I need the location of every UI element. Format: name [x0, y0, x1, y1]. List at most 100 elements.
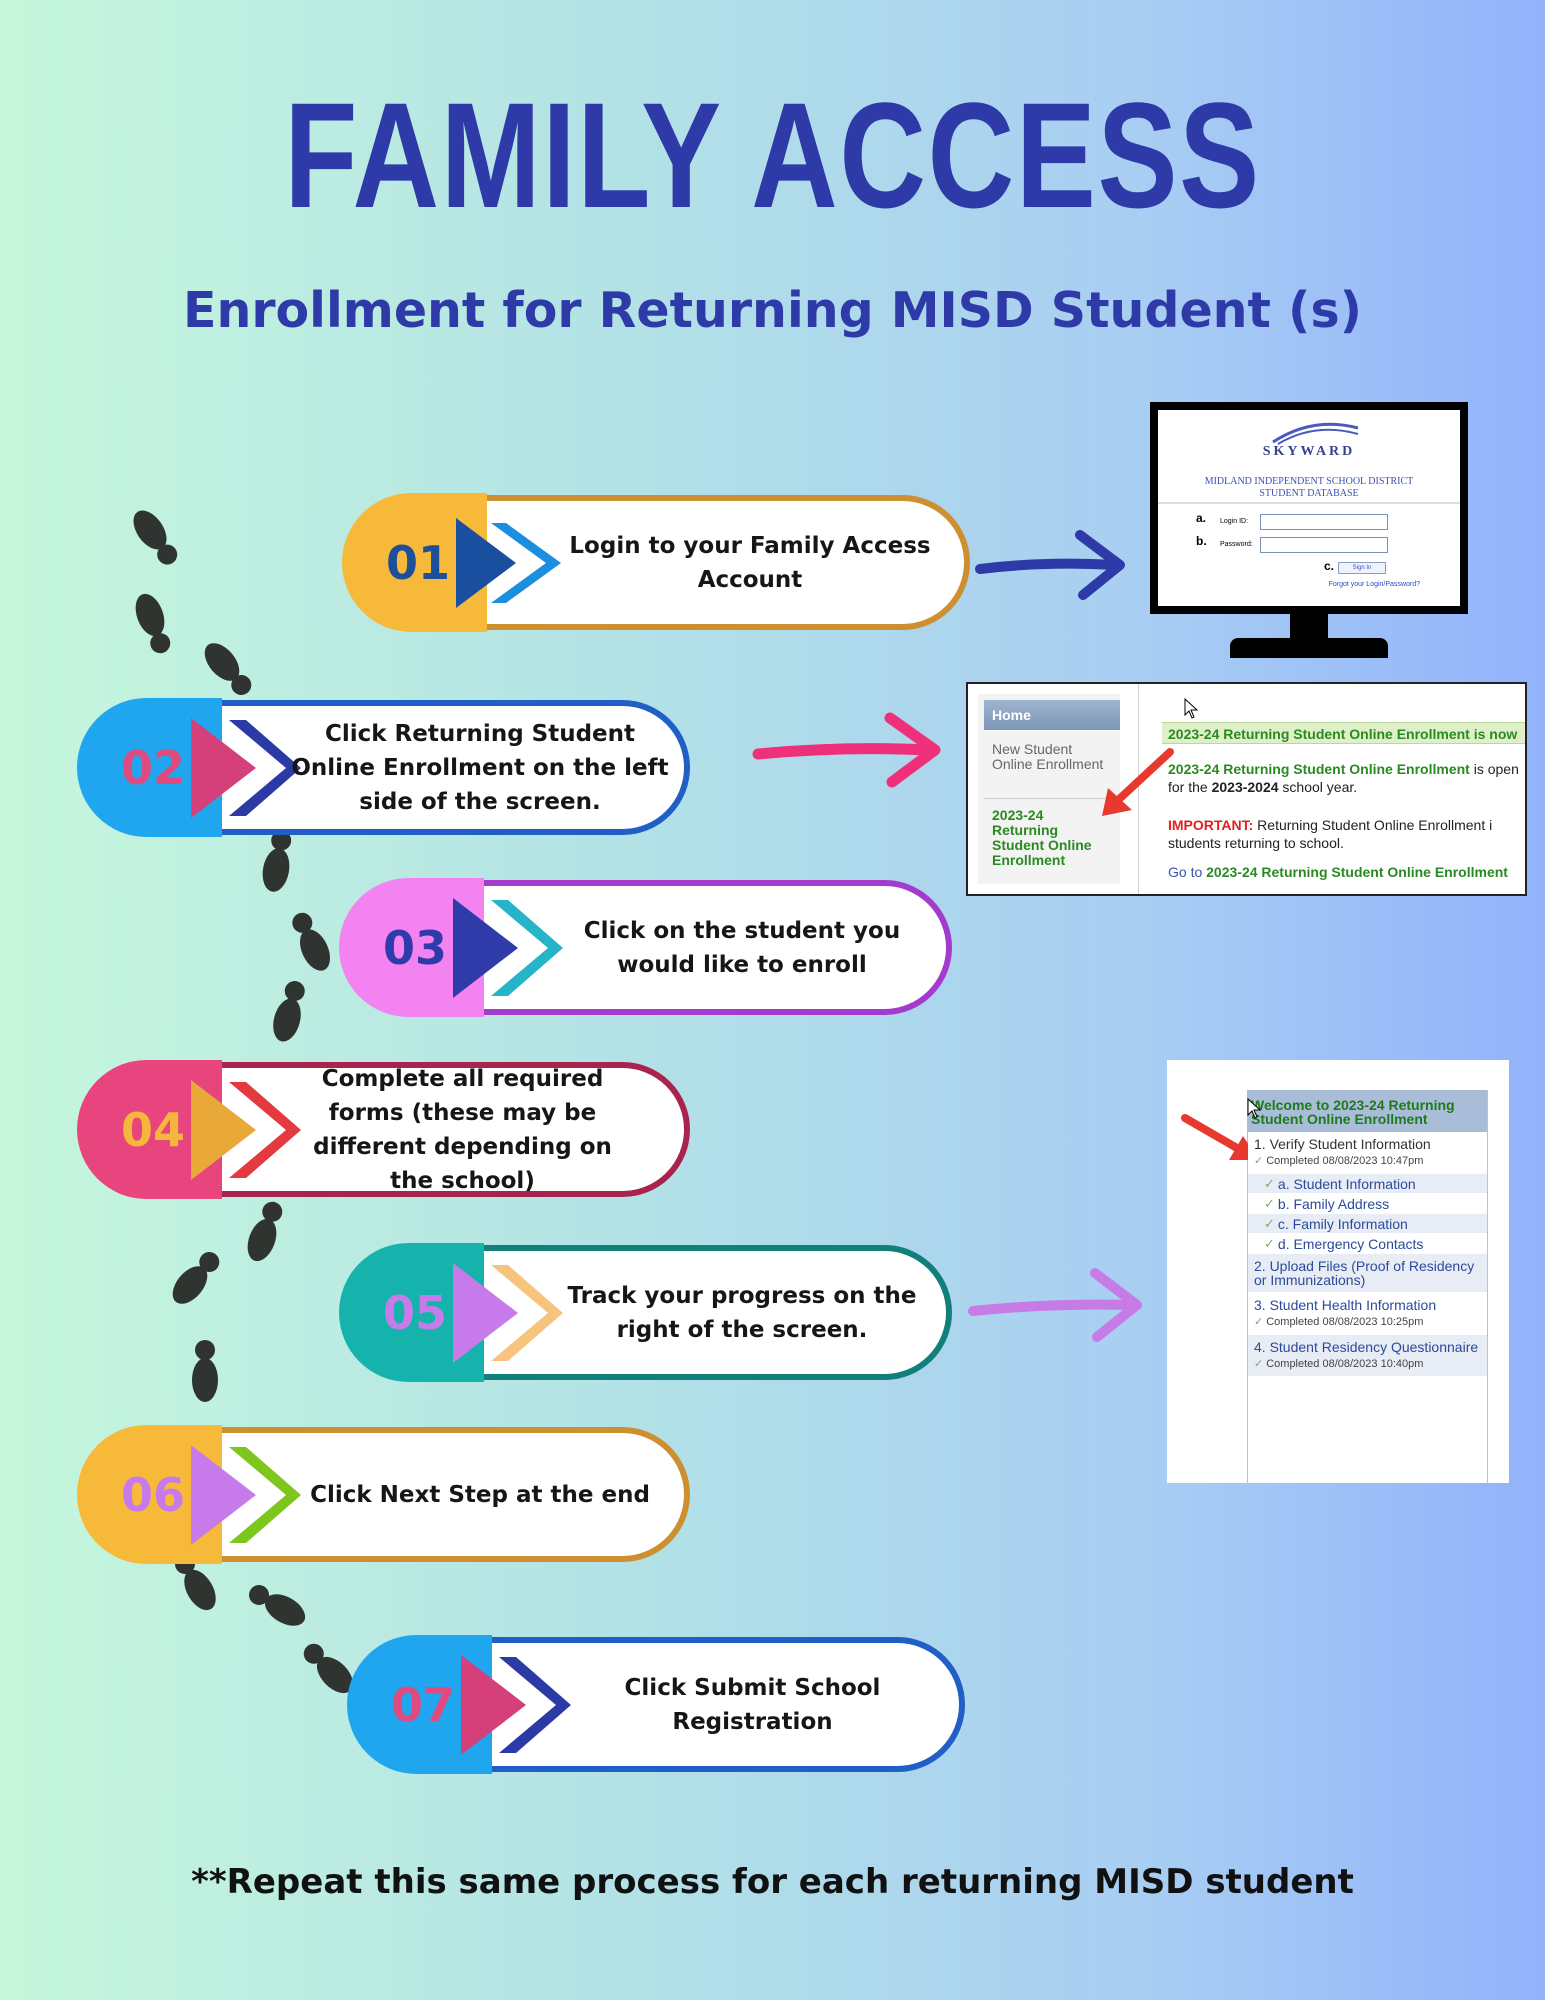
chevron-arrow-icon — [456, 517, 561, 608]
district-line1: MIDLAND INDEPENDENT SCHOOL DISTRICT — [1204, 476, 1414, 487]
right-arrow-icon — [752, 712, 941, 788]
progress-item-label: b. Family Address — [1277, 1195, 1390, 1212]
login-id-input[interactable] — [1260, 514, 1388, 530]
skyward-brand: SKYWARD — [1262, 444, 1356, 459]
step-03-card: 03 Click on the student you would like t… — [339, 878, 952, 1017]
progress-item[interactable]: 1. Verify Student Information ✓Completed … — [1248, 1132, 1487, 1174]
password-input[interactable] — [1260, 537, 1388, 553]
red-arrow-icon — [1102, 748, 1174, 816]
progress-list: 1. Verify Student Information✓Completed … — [1248, 1132, 1487, 1377]
chevron-arrow-icon — [461, 1654, 571, 1755]
line2-text: for the — [1168, 779, 1212, 795]
nav-returning-student[interactable]: 2023-24 Returning Student Online Enrollm… — [992, 807, 1092, 868]
progress-header: Welcome to 2023-24 Returning Student Onl… — [1247, 1090, 1487, 1132]
progress-item[interactable]: ✓d. Emergency Contacts — [1248, 1234, 1487, 1254]
checkmark-icon: ✓ — [1264, 1235, 1275, 1251]
footprint-icon — [292, 912, 331, 971]
marker-c: c. — [1324, 559, 1335, 573]
important-label: IMPORTANT: — [1168, 817, 1254, 833]
progress-item-status-text: Completed 08/08/2023 10:25pm — [1266, 1316, 1424, 1328]
step-05-card: 05 Track your progress on the right of t… — [339, 1243, 952, 1382]
goto-text: Go to — [1168, 864, 1207, 880]
step-06-text: Click Next Step at the end — [310, 1481, 650, 1508]
progress-item-label: d. Emergency Contacts — [1277, 1235, 1424, 1252]
page-title: FAMILY ACCESS — [284, 71, 1261, 239]
progress-item[interactable]: ✓b. Family Address — [1248, 1194, 1487, 1214]
progress-item-status-text: Completed 08/08/2023 10:47pm — [1266, 1155, 1424, 1167]
footprint-icon — [303, 1643, 354, 1694]
checkmark-icon: ✓ — [1264, 1215, 1275, 1231]
goto-link[interactable]: 2023-24 Returning Student Online Enrollm… — [1206, 864, 1508, 880]
footprint-icon — [262, 830, 292, 892]
progress-item-status: ✓Completed 08/08/2023 10:40pm — [1254, 1357, 1481, 1371]
step-04-number: 04 — [121, 1102, 186, 1157]
line1-rest: is open — [1469, 761, 1519, 777]
line2-rest: school year. — [1278, 779, 1358, 795]
enrollment-link[interactable]: 2023-24 Returning Student Online Enrollm… — [1168, 761, 1470, 777]
login-id-label: Login ID: — [1220, 518, 1249, 525]
checkmark-icon: ✓ — [1264, 1175, 1275, 1191]
progress-item-label: 2. Upload Files (Proof of Residency or I… — [1254, 1258, 1475, 1288]
progress-item[interactable]: 4. Student Residency Questionnaire ✓Compl… — [1248, 1335, 1487, 1377]
step-01-card: 01 Login to your Family Access Account — [342, 493, 970, 632]
progress-item-label: 3. Student Health Information — [1254, 1297, 1437, 1313]
step-02-number: 02 — [121, 740, 186, 795]
important-text: Returning Student Online Enrollment i — [1253, 817, 1493, 833]
step-07-number: 07 — [391, 1677, 456, 1732]
home-screen-screenshot: Home New Student Online Enrollment 2023-… — [966, 682, 1527, 896]
checkmark-icon: ✓ — [1264, 1195, 1275, 1211]
step-04-text: Complete all required forms (these may b… — [313, 1065, 612, 1194]
progress-item-status: ✓Completed 08/08/2023 10:47pm — [1254, 1154, 1481, 1168]
progress-item-status-text: Completed 08/08/2023 10:40pm — [1266, 1358, 1424, 1370]
step-04-card: 04 Complete all required forms (these ma… — [77, 1060, 690, 1199]
footer-note: **Repeat this same process for each retu… — [191, 1862, 1354, 1902]
step-03-number: 03 — [383, 920, 448, 975]
chevron-arrow-icon — [191, 1444, 301, 1545]
cursor-icon — [1247, 1098, 1262, 1119]
footprint-icon — [172, 1252, 220, 1304]
chevron-arrow-icon — [191, 717, 301, 818]
progress-item[interactable]: 2. Upload Files (Proof of Residency or I… — [1248, 1254, 1487, 1293]
step-02-text: Click Returning Student Online Enrollmen… — [291, 720, 669, 815]
step-05-text: Track your progress on the right of the … — [567, 1282, 917, 1343]
step-03-text: Click on the student you would like to e… — [583, 917, 901, 978]
skyward-logo — [1272, 422, 1359, 445]
footprint-icon — [249, 1585, 306, 1626]
monitor-login-screenshot: SKYWARD MIDLAND INDEPENDENT SCHOOL DISTR… — [1150, 402, 1468, 660]
chevron-arrow-icon — [453, 897, 563, 998]
checkmark-icon: ✓ — [1254, 1358, 1264, 1370]
progress-item[interactable]: ✓c. Family Information — [1248, 1214, 1487, 1234]
line2-year: 2023-2024 — [1211, 779, 1279, 795]
progress-item-label: c. Family Information — [1277, 1215, 1408, 1232]
nav-new-student[interactable]: New Student Online Enrollment — [992, 741, 1104, 772]
checkmark-icon: ✓ — [1254, 1316, 1264, 1328]
forgot-link[interactable]: Forgot your Login/Password? — [1328, 581, 1420, 588]
progress-item[interactable]: ✓a. Student Information — [1248, 1174, 1487, 1194]
chevron-arrow-icon — [191, 1079, 301, 1180]
progress-item[interactable]: 3. Student Health Information ✓Completed … — [1248, 1293, 1487, 1335]
step-06-card: 06 Click Next Step at the end — [77, 1425, 690, 1564]
marker-a: a. — [1196, 511, 1207, 525]
step-01-text: Login to your Family Access Account — [569, 532, 931, 593]
tab-home[interactable]: Home — [984, 700, 1120, 730]
page-subtitle: Enrollment for Returning MISD Student (s… — [182, 282, 1362, 339]
footprint-icon — [133, 510, 178, 565]
progress-item-label: 4. Student Residency Questionnaire — [1254, 1339, 1479, 1355]
progress-item-label: 1. Verify Student Information — [1254, 1136, 1431, 1152]
step-07-text: Click Submit School Registration — [624, 1674, 881, 1735]
district-line2: STUDENT DATABASE — [1259, 488, 1359, 499]
progress-screenshot: Welcome to 2023-24 Returning Student Onl… — [1167, 1060, 1509, 1483]
banner-text: 2023-24 Returning Student Online Enrollm… — [1168, 726, 1518, 742]
right-arrow-icon — [968, 1268, 1142, 1342]
sign-in-button[interactable]: Sign In — [1338, 562, 1386, 574]
progress-item-status: ✓Completed 08/08/2023 10:25pm — [1254, 1315, 1481, 1329]
footprint-icon — [204, 643, 252, 695]
footprint-icon — [135, 593, 171, 654]
progress-item-label: a. Student Information — [1277, 1175, 1416, 1192]
cursor-icon — [1184, 698, 1199, 719]
enrollment-banner: 2023-24 Returning Student Online Enrollm… — [1162, 722, 1525, 744]
footprint-icon — [192, 1340, 218, 1402]
step-07-card: 07 Click Submit School Registration — [347, 1635, 965, 1774]
footprint-icon — [273, 981, 305, 1042]
footprint-icon — [247, 1201, 283, 1262]
